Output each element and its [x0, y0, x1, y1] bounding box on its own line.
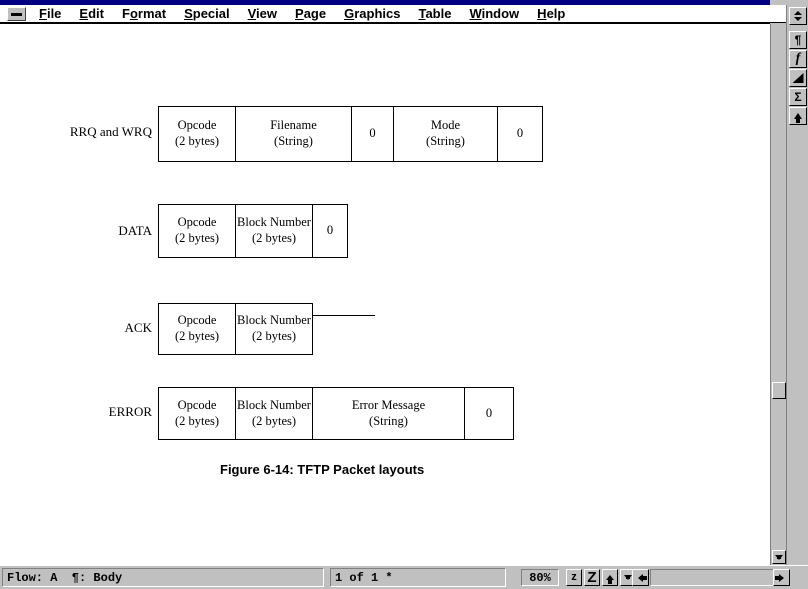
angle-icon	[792, 73, 804, 83]
packet-label-ack: ACK	[124, 320, 152, 335]
status-bar: Flow: A ¶: Body 1 of 1 * 80% z Z	[0, 565, 808, 589]
zoom-in-button[interactable]: Z	[584, 569, 600, 586]
arrow-up-icon	[794, 113, 802, 123]
vertical-scrollbar[interactable]	[770, 24, 786, 565]
zoom-in-icon: Z	[587, 569, 597, 586]
menu-item-table[interactable]: Table	[418, 6, 452, 21]
resize-corner[interactable]	[791, 572, 808, 589]
zoom-out-icon: z	[571, 571, 577, 583]
menu-item-page[interactable]: Page	[295, 6, 327, 21]
packet-cell: 0	[326, 223, 334, 238]
arrow-up-icon	[794, 11, 802, 15]
system-menu-button[interactable]	[7, 7, 26, 21]
split-scroll-button[interactable]	[789, 7, 807, 25]
function-button[interactable]: f	[789, 50, 807, 68]
menu-item-view[interactable]: View	[247, 6, 278, 21]
packet-cell: 0	[485, 405, 493, 420]
packet-cell: Filename(String)	[236, 107, 352, 161]
packet-cell: Error Message(String)	[313, 388, 465, 439]
menu-item-graphics[interactable]: Graphics	[344, 6, 401, 21]
zoom-level-display[interactable]: 80%	[521, 569, 559, 586]
vertical-scroll-track[interactable]	[771, 24, 786, 565]
menu-item-format[interactable]: Format	[121, 6, 167, 21]
scroll-right-button[interactable]	[773, 569, 790, 586]
arrow-down-icon	[794, 17, 802, 21]
minimize-box-icon	[11, 13, 22, 16]
scroll-left-button[interactable]	[632, 569, 649, 586]
paragraph-icon: ¶	[794, 33, 802, 47]
title-bar-right-filler	[770, 0, 808, 5]
figure-caption: Figure 6-14: TFTP Packet layouts	[220, 462, 425, 477]
menu-item-help[interactable]: Help	[537, 6, 566, 21]
status-flow-text: Flow: A ¶: Body	[2, 568, 324, 587]
arrow-left-icon	[638, 573, 647, 582]
arrow-down-icon	[775, 554, 783, 560]
status-page-text: 1 of 1 *	[330, 568, 506, 587]
packet-ack: Opcode(2 bytes) Block Number(2 bytes)	[158, 303, 313, 355]
paragraph-button[interactable]: ¶	[789, 31, 807, 49]
page-up-button[interactable]	[602, 569, 618, 586]
ack-trailing-line	[313, 315, 375, 316]
sigma-button[interactable]: Σ	[789, 88, 807, 106]
menu-item-special[interactable]: Special	[184, 6, 230, 21]
zoom-out-button[interactable]: z	[566, 569, 582, 586]
packet-label-data: DATA	[118, 223, 152, 238]
horizontal-scrollbar[interactable]	[632, 569, 790, 586]
page-down-icon	[624, 575, 632, 580]
sigma-icon: Σ	[794, 90, 802, 104]
arrow-right-icon	[775, 573, 784, 582]
menu-item-window[interactable]: Window	[469, 6, 520, 21]
right-toolbar: ¶ f Σ	[786, 5, 808, 565]
packet-label-error: ERROR	[108, 404, 152, 419]
arrow-up-button[interactable]	[789, 107, 807, 125]
packet-error: Opcode(2 bytes) Block Number(2 bytes) Er…	[158, 387, 514, 440]
packet-cell: Opcode(2 bytes)	[159, 304, 236, 354]
menu-bar: File Edit Format Special View Page Graph…	[0, 5, 808, 23]
packet-cell: Block Number(2 bytes)	[236, 205, 313, 257]
packet-cell: 0	[352, 107, 394, 161]
vertical-scroll-thumb[interactable]	[772, 382, 786, 399]
angle-button[interactable]	[789, 69, 807, 87]
scroll-down-button[interactable]	[772, 550, 786, 564]
menu-items: File Edit Format Special View Page Graph…	[30, 5, 574, 23]
packet-cell: Opcode(2 bytes)	[159, 205, 236, 257]
page-up-icon	[606, 575, 614, 584]
packet-cell: 0	[516, 126, 524, 141]
packet-cell: Block Number(2 bytes)	[236, 388, 313, 439]
packet-cell: Opcode(2 bytes)	[159, 107, 236, 161]
packet-label-rrq-wrq: RRQ and WRQ	[69, 124, 152, 139]
menu-item-file[interactable]: File	[39, 6, 62, 21]
document-canvas[interactable]: RRQ and WRQ Opcode(2 bytes) Filename(Str…	[0, 23, 770, 565]
packet-cell: Mode(String)	[394, 107, 498, 161]
menu-item-edit[interactable]: Edit	[79, 6, 104, 21]
horizontal-scroll-track[interactable]	[650, 569, 774, 586]
packet-cell: Block Number(2 bytes)	[237, 313, 311, 343]
packet-data: Opcode(2 bytes) Block Number(2 bytes) 0	[158, 204, 348, 258]
title-bar[interactable]	[0, 0, 808, 5]
function-icon: f	[795, 51, 801, 66]
packet-cell: Opcode(2 bytes)	[159, 388, 236, 439]
packet-rrq-wrq: Opcode(2 bytes) Filename(String) 0 Mode(…	[158, 106, 543, 162]
